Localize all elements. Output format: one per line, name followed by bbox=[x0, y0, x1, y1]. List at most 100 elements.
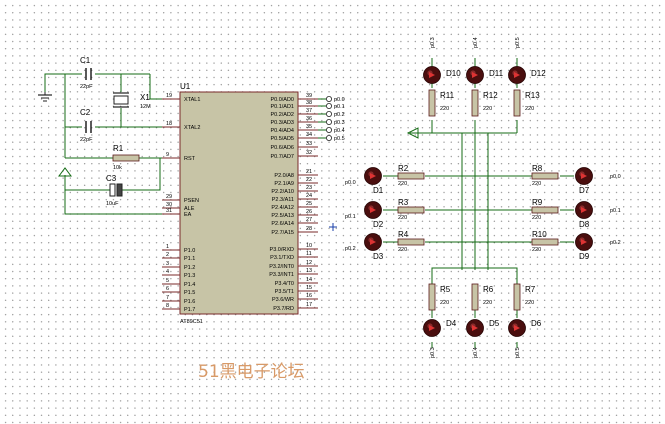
mcu-pin-number: 8 bbox=[166, 303, 169, 309]
resistor-r1: R1 10k bbox=[112, 144, 140, 171]
mcu-pin-name: P1.1 bbox=[184, 256, 195, 262]
mcu-pin-name: XTAL2 bbox=[184, 125, 200, 131]
mcu-pin-name: P1.0 bbox=[184, 248, 195, 254]
mcu-u1: U1 AT89C51 19XTAL118XTAL29RST29PSEN30ALE… bbox=[162, 82, 318, 325]
port-terminal: p0.3 bbox=[318, 119, 345, 126]
mcu-pin-number: 10 bbox=[306, 243, 312, 249]
capacitor-c3: C3 10uF bbox=[106, 174, 123, 207]
mcu-pin-name: P3.7/RD bbox=[273, 306, 294, 312]
mcu-pin-number: 27 bbox=[306, 217, 312, 223]
resistor-ref: R13 bbox=[525, 91, 540, 100]
resistor-value: 220 bbox=[532, 215, 541, 221]
mcu-pin-number: 18 bbox=[166, 121, 172, 127]
r1-value: 10k bbox=[113, 165, 122, 171]
mcu-pin-number: 21 bbox=[306, 169, 312, 175]
mcu-pin-number: 11 bbox=[306, 251, 312, 257]
mcu-pin-number: 7 bbox=[166, 295, 169, 301]
mcu-pin-name: P0.3/AD3 bbox=[270, 120, 294, 126]
port-terminal-label: p0.5 bbox=[334, 136, 345, 142]
mcu-pin-number: 38 bbox=[306, 100, 312, 106]
mcu-pin-number: 22 bbox=[306, 177, 312, 183]
mcu-pin-name: P3.2/INT0 bbox=[269, 264, 294, 270]
resistor-value: 220 bbox=[398, 181, 407, 187]
mcu-pin-number: 36 bbox=[306, 116, 312, 122]
mcu-pin-name: PSEN bbox=[184, 198, 199, 204]
mcu-pin-number: 25 bbox=[306, 201, 312, 207]
mcu-pin-name: P2.6/A14 bbox=[271, 221, 294, 227]
capacitor-c1: C1 22pF bbox=[80, 56, 93, 90]
led-ref: D10 bbox=[446, 69, 461, 78]
mcu-pin-number: 24 bbox=[306, 193, 312, 199]
mcu-pin-name: P0.2/AD2 bbox=[270, 112, 294, 118]
port-terminals: p0.0p0.1p0.2p0.3p0.4p0.5 bbox=[318, 96, 345, 142]
mcu-pin-number: 37 bbox=[306, 108, 312, 114]
capacitor-c2: C2 22pF bbox=[80, 108, 93, 143]
mcu-pin-p1-7: 8P1.7 bbox=[162, 303, 195, 313]
led-ref: D5 bbox=[489, 319, 500, 328]
mcu-pin-name: P1.2 bbox=[184, 265, 195, 271]
mcu-pin-p1-6: 7P1.6 bbox=[162, 295, 195, 305]
mcu-pin-number: 31 bbox=[166, 208, 172, 214]
led-net-label: p0.3 bbox=[430, 347, 436, 358]
mcu-pin-number: 26 bbox=[306, 209, 312, 215]
mcu-pin-number: 29 bbox=[166, 194, 172, 200]
led-ref: D6 bbox=[531, 319, 542, 328]
mcu-pin-p1-4: 5P1.4 bbox=[162, 278, 195, 288]
led-ref: D8 bbox=[579, 220, 590, 229]
led-ref: D11 bbox=[489, 69, 504, 78]
mcu-pin-number: 14 bbox=[306, 277, 312, 283]
mcu-pin-name: ALE bbox=[184, 206, 195, 212]
resistor-ref: R7 bbox=[525, 285, 536, 294]
mcu-pin-number: 19 bbox=[166, 93, 172, 99]
port-terminal: p0.4 bbox=[318, 127, 345, 134]
mcu-pin-name: P1.5 bbox=[184, 290, 195, 296]
port-terminal: p0.2 bbox=[318, 111, 345, 118]
mcu-pin-name: P0.6/AD6 bbox=[270, 145, 294, 151]
led-d6: D6 p0.5 bbox=[508, 319, 542, 358]
mcu-pin-number: 23 bbox=[306, 185, 312, 191]
resistor-ref: R10 bbox=[532, 230, 547, 239]
port-terminal-label: p0.1 bbox=[334, 104, 345, 110]
led-net-label: p0.5 bbox=[515, 347, 521, 358]
resistor-r2: R2 220 bbox=[397, 164, 425, 187]
led-ref: D2 bbox=[373, 220, 384, 229]
mcu-pin-name: P0.4/AD4 bbox=[270, 128, 294, 134]
c2-value: 22pF bbox=[80, 137, 93, 143]
crystal-circuit-wires bbox=[44, 73, 175, 215]
mcu-pin-name: P3.3/INT1 bbox=[269, 272, 294, 278]
c2-ref: C2 bbox=[80, 108, 91, 117]
mcu-pin-number: 34 bbox=[306, 132, 312, 138]
mcu-pin-number: 13 bbox=[306, 268, 312, 274]
resistor-ref: R6 bbox=[483, 285, 494, 294]
mcu-pin-number: 35 bbox=[306, 124, 312, 130]
crystal-x1: X1 12M bbox=[113, 92, 151, 110]
led-net-label: p0.1 bbox=[610, 208, 621, 214]
mcu-pin-number: 12 bbox=[306, 260, 312, 266]
resistor-value: 220 bbox=[398, 215, 407, 221]
c1-ref: C1 bbox=[80, 56, 91, 65]
port-terminal: p0.5 bbox=[318, 134, 345, 142]
resistor-ref: R2 bbox=[398, 164, 409, 173]
mcu-pin-number: 17 bbox=[306, 302, 312, 308]
